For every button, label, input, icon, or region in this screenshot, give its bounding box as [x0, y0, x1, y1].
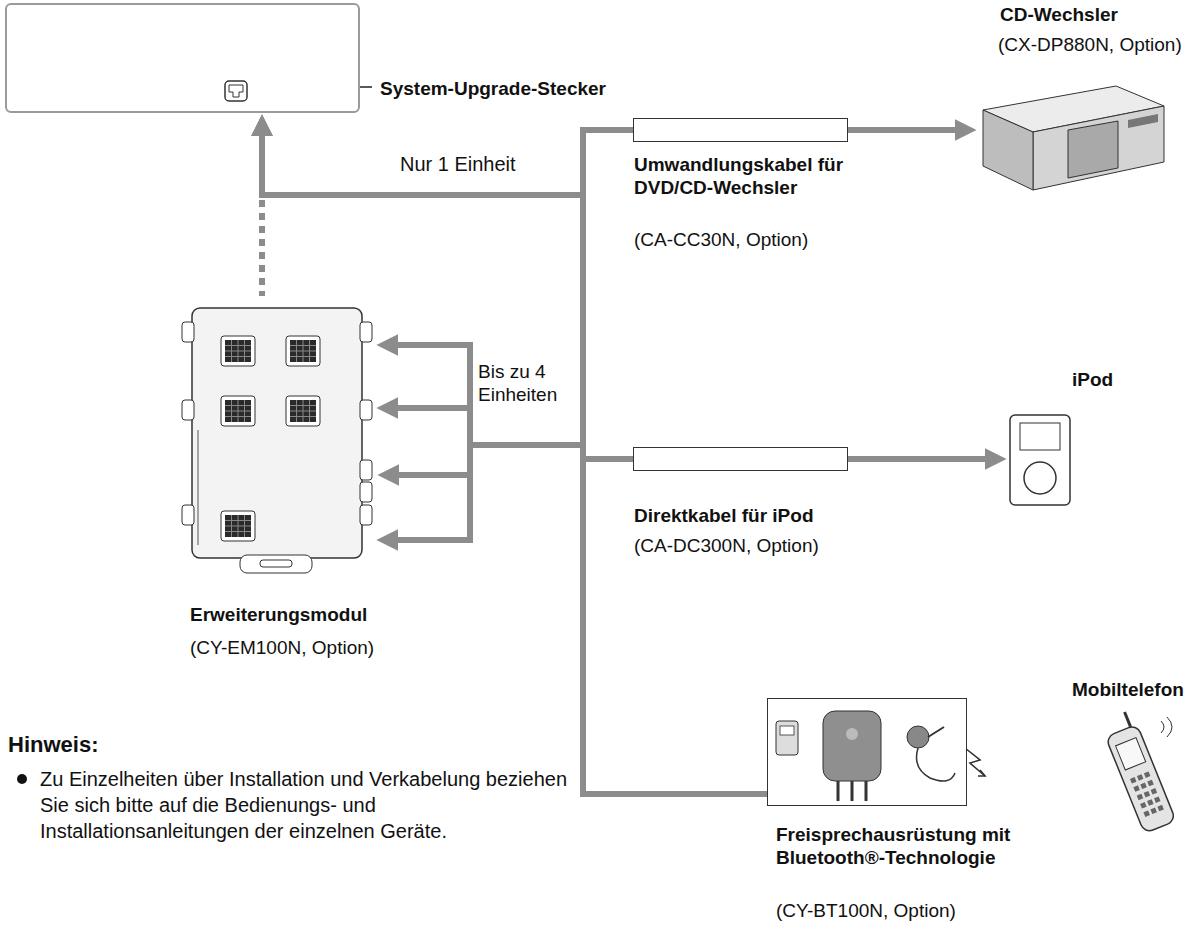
connector-arrow	[262, 121, 633, 195]
connector-arrow	[383, 445, 767, 794]
model-number: (CA-CC30N, Option)	[634, 228, 894, 251]
head-unit-drawing	[7, 5, 362, 115]
connector-arrow	[262, 121, 633, 459]
plug-label: System-Upgrade-Stecker	[380, 77, 680, 100]
mobile-phone-drawing	[1095, 715, 1180, 835]
device-name: Freisprechausrüstung mit Bluetooth®-Tech…	[776, 823, 1038, 869]
model-number: (CA-DC300N, Option)	[634, 534, 894, 557]
quantity-note: Bis zu 4 Einheiten	[478, 360, 578, 406]
connector-arrow	[848, 127, 970, 133]
expansion-module-drawing	[180, 300, 375, 575]
handsfree-kit: Freisprechausrüstung mit Bluetooth®-Tech…	[767, 698, 967, 806]
branch-arrow	[384, 472, 473, 478]
note-text: Zu Einzelheiten über Installation und Ve…	[40, 766, 575, 844]
dashed-link	[259, 200, 265, 296]
device-name: Direktkabel für iPod	[634, 504, 894, 527]
ipod-device: iPod	[1008, 413, 1072, 507]
mobile-phone: Mobiltelefon	[1095, 715, 1180, 835]
cd-changer-drawing	[978, 70, 1168, 195]
wireless-symbol	[965, 748, 985, 776]
device-name: iPod	[1072, 368, 1152, 391]
quantity-note: Nur 1 Einheit	[400, 152, 560, 176]
cable-box: Direktkabel für iPod(CA-DC300N, Option)	[633, 447, 848, 471]
model-number: (CY-BT100N, Option)	[776, 899, 1038, 922]
handsfree-kit-drawing	[768, 699, 968, 807]
wireless-symbol-head	[978, 770, 985, 776]
connector-arrow	[848, 456, 1000, 462]
device-name: Erweiterungsmodul	[190, 603, 490, 626]
cd-changer: CD-Wechsler(CX-DP880N, Option)	[978, 70, 1168, 195]
bullet	[17, 774, 27, 784]
device-name: Mobiltelefon	[1072, 678, 1196, 701]
model-number: (CX-DP880N, Option)	[998, 33, 1195, 56]
cable-box: Umwandlungskabel für DVD/CD-Wechsler(CA-…	[633, 118, 848, 142]
ipod-device-drawing	[1008, 413, 1072, 507]
note-heading: Hinweis:	[8, 732, 208, 759]
expansion-module: Erweiterungsmodul(CY-EM100N, Option)	[180, 300, 375, 575]
model-number: (CY-EM100N, Option)	[190, 636, 490, 659]
device-name: Umwandlungskabel für DVD/CD-Wechsler	[634, 153, 866, 199]
device-name: CD-Wechsler	[1000, 3, 1195, 26]
connector-arrow	[383, 130, 633, 445]
head-unit: System-Upgrade-Stecker	[5, 3, 360, 113]
connector-arrow	[383, 408, 633, 459]
